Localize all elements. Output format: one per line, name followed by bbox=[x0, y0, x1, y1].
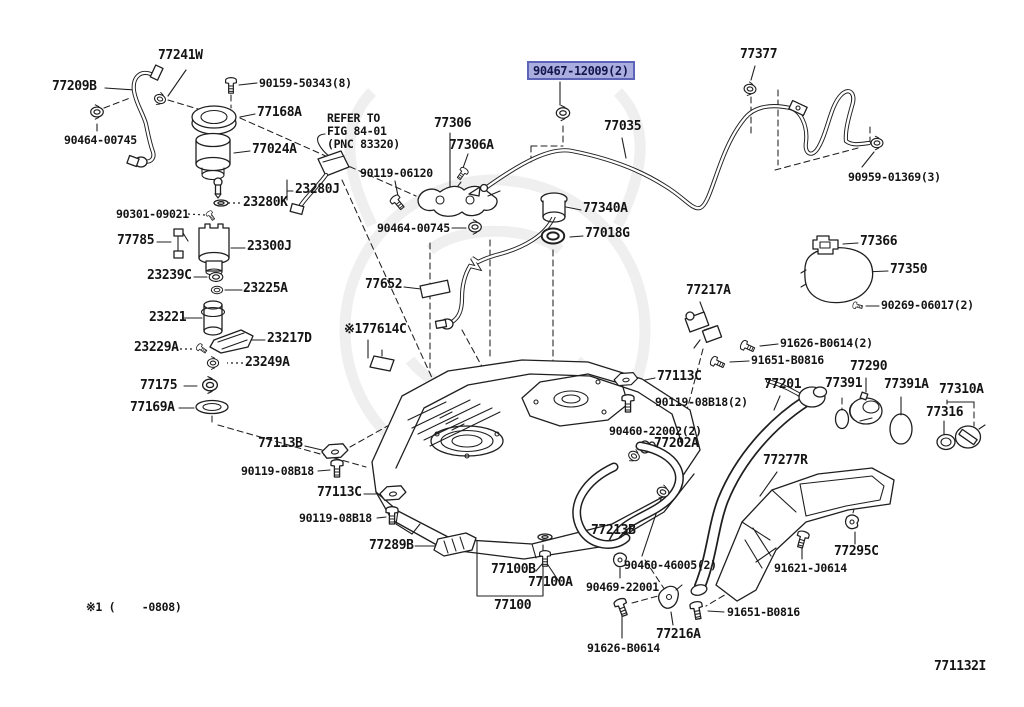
part-label-23239c: 23239C bbox=[147, 268, 192, 283]
tank-band-bracket bbox=[433, 532, 477, 557]
part-label-77202a: 77202A bbox=[654, 436, 699, 451]
part-label-90301-09021: 90301-09021 bbox=[116, 207, 189, 221]
part-label-90269-06017: 90269-06017(2) bbox=[881, 298, 974, 312]
part-label-77217a: 77217A bbox=[686, 283, 731, 298]
part-label-90119-06120: 90119-06120 bbox=[360, 166, 433, 180]
part-label-77289b: 77289B bbox=[369, 538, 414, 553]
part-label-77209b: 77209B bbox=[52, 79, 97, 94]
breather-tube bbox=[434, 192, 568, 330]
part-label-77290: 77290 bbox=[850, 359, 888, 374]
tube-protector-clip bbox=[369, 355, 395, 372]
part-label-77391a: 77391A bbox=[884, 377, 929, 392]
caution-label bbox=[419, 279, 451, 299]
part-label-77100b: 77100B bbox=[491, 562, 536, 577]
part-label-91621-j0614: 91621-J0614 bbox=[774, 561, 847, 575]
part-label-77201: 77201 bbox=[764, 377, 802, 392]
figure-code: 771132I bbox=[934, 659, 986, 674]
fuel-vapor-tube bbox=[468, 89, 872, 211]
hook bbox=[657, 584, 683, 609]
part-label-90959-01369: 90959-01369(3) bbox=[848, 170, 941, 184]
part-label-23221: 23221 bbox=[149, 310, 187, 325]
part-label-90469-22001: 90469-22001 bbox=[586, 580, 659, 594]
part-label-77100: 77100 bbox=[494, 598, 532, 613]
part-label-77306a: 77306A bbox=[449, 138, 494, 153]
part-label-23225a: 23225A bbox=[243, 281, 288, 296]
part-label-77100a: 77100A bbox=[528, 575, 573, 590]
part-label-90464-00745-2: 90464-00745 bbox=[377, 221, 450, 235]
fuel-pump-assembly bbox=[173, 105, 254, 415]
refer-note: REFER TO FIG 84-01 (PNC 83320) bbox=[327, 111, 400, 151]
part-label-77316: 77316 bbox=[926, 405, 964, 420]
part-label-77366: 77366 bbox=[860, 234, 898, 249]
part-label-77213b: 77213B bbox=[591, 523, 636, 538]
footnote: ※1 ( -0808) bbox=[86, 600, 182, 614]
sender-unit bbox=[289, 150, 350, 216]
part-label-77340a: 77340A bbox=[583, 201, 628, 216]
part-label-77216a: 77216A bbox=[656, 627, 701, 642]
part-label-77377: 77377 bbox=[740, 47, 778, 62]
part-label-23217d: 23217D bbox=[267, 331, 312, 346]
part-label-23280j: 23280J bbox=[295, 182, 340, 197]
part-label-77113c-left: 77113C bbox=[317, 485, 362, 500]
part-label-23229a: 23229A bbox=[134, 340, 179, 355]
part-label-77652: 77652 bbox=[365, 277, 403, 292]
part-label-90159-50343: 90159-50343(8) bbox=[259, 76, 352, 90]
part-label-77168a: 77168A bbox=[257, 105, 302, 120]
check-valve-assembly bbox=[684, 311, 723, 349]
part-label-90464-00745: 90464-00745 bbox=[64, 133, 137, 147]
fuel-filler-pipe bbox=[690, 378, 828, 596]
part-label-77277r: 77277R bbox=[763, 453, 808, 468]
part-label-91651-b0816: 91651-B0816 bbox=[751, 353, 824, 367]
fuel-hoses bbox=[572, 441, 684, 549]
part-label-91626-b0614-2x: 91626-B0614(2) bbox=[780, 336, 873, 350]
pump-bracket bbox=[417, 185, 501, 217]
part-label-90119-08b18-2x: 90119-08B18(2) bbox=[655, 395, 748, 409]
part-label-90119-08b18-b: 90119-08B18 bbox=[299, 511, 372, 525]
fuel-tank bbox=[371, 359, 701, 560]
part-label-90119-08b18-a: 90119-08B18 bbox=[241, 464, 314, 478]
part-label-23249a: 23249A bbox=[245, 355, 290, 370]
part-label-77024a: 77024A bbox=[252, 142, 297, 157]
part-label-77241w: 77241W bbox=[158, 48, 203, 63]
part-label-77391: 77391 bbox=[825, 376, 863, 391]
part-label-77169a: 77169A bbox=[130, 400, 175, 415]
part-label-91626-b0614-b: 91626-B0614 bbox=[587, 641, 660, 655]
part-label-91651-b0816-b: 91651-B0816 bbox=[727, 605, 800, 619]
part-label-23300j: 23300J bbox=[247, 239, 292, 254]
suction-tube bbox=[126, 64, 164, 168]
highlighted-part-label[interactable]: 90467-12009(2) bbox=[527, 61, 635, 80]
fuel-inlet-and-cap bbox=[800, 235, 986, 451]
part-label-77350: 77350 bbox=[890, 262, 928, 277]
part-label-77614c: ※177614C bbox=[344, 322, 407, 337]
part-label-77306: 77306 bbox=[434, 116, 472, 131]
part-label-77175: 77175 bbox=[140, 378, 178, 393]
filler-pipe-shield bbox=[715, 467, 895, 602]
part-label-77113c-right: 77113C bbox=[657, 369, 702, 384]
part-label-77018g: 77018G bbox=[585, 226, 630, 241]
part-label-77785: 77785 bbox=[117, 233, 155, 248]
part-label-23280k: 23280K bbox=[243, 195, 288, 210]
part-label-77310a: 77310A bbox=[939, 382, 984, 397]
part-label-77295c: 77295C bbox=[834, 544, 879, 559]
part-label-77113b: 77113B bbox=[258, 436, 303, 451]
part-label-90460-46005: 90460-46005(2) bbox=[624, 558, 717, 572]
part-label-77035: 77035 bbox=[604, 119, 642, 134]
part-label-90460-22002: 90460-22002(2) bbox=[609, 424, 702, 438]
